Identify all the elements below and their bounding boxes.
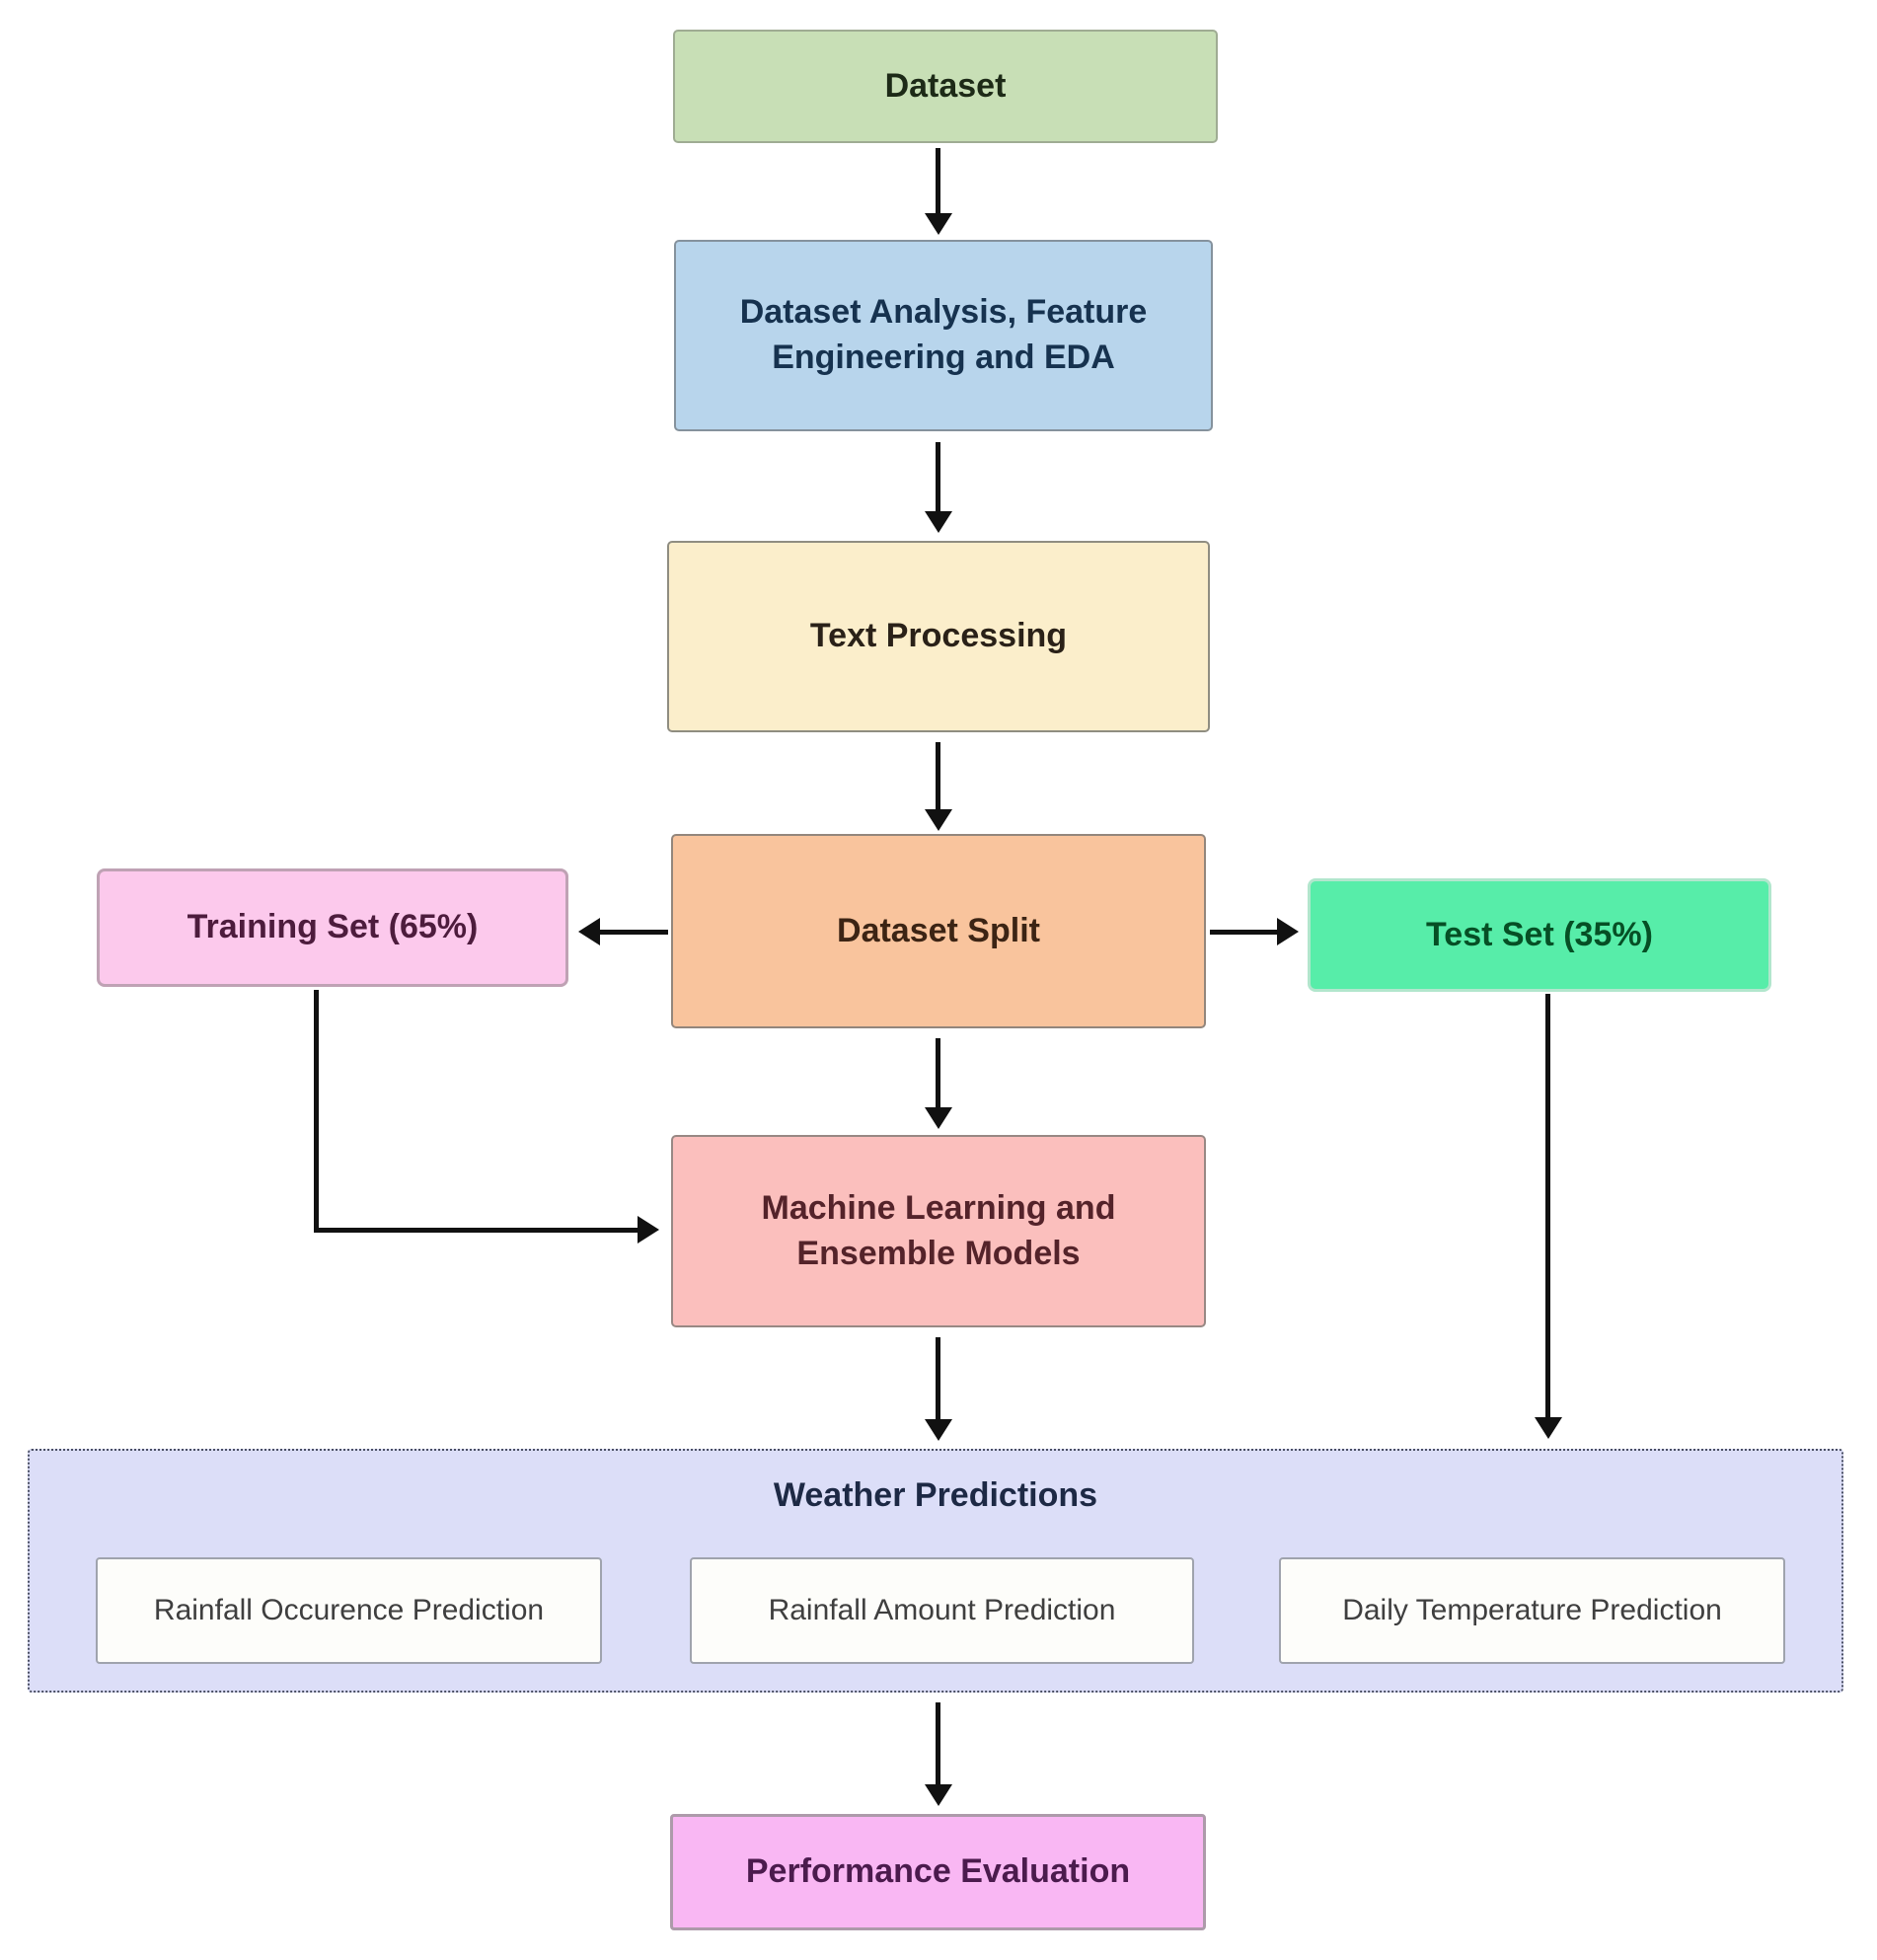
node-rainfall-amount-prediction: Rainfall Amount Prediction [690, 1557, 1194, 1664]
arrow-ml-to-weather-head [925, 1419, 952, 1441]
arrow-split-to-training-head [578, 918, 600, 945]
node-daily-temperature-prediction: Daily Temperature Prediction [1279, 1557, 1785, 1664]
arrow-split-to-test-line [1210, 930, 1279, 935]
node-rainfall-occurence-prediction: Rainfall Occurence Prediction [96, 1557, 602, 1664]
arrow-training-to-ml-vline [314, 990, 319, 1233]
node-training-set: Training Set (65%) [97, 868, 568, 987]
node-dataset-analysis: Dataset Analysis, Feature Engineering an… [674, 240, 1213, 431]
node-performance-evaluation: Performance Evaluation [670, 1814, 1206, 1930]
arrow-dataset-to-analysis-head [925, 213, 952, 235]
group-weather-predictions: Weather Predictions Rainfall Occurence P… [28, 1449, 1843, 1693]
arrow-split-to-ml-head [925, 1107, 952, 1129]
node-text-processing: Text Processing [667, 541, 1210, 732]
arrow-ml-to-weather-line [936, 1337, 940, 1421]
arrow-analysis-to-textproc-line [936, 442, 940, 513]
arrow-split-to-ml-line [936, 1038, 940, 1109]
arrow-dataset-to-analysis-line [936, 148, 940, 215]
arrow-analysis-to-textproc-head [925, 511, 952, 533]
arrow-textproc-to-split-line [936, 742, 940, 811]
arrow-split-to-training-line [599, 930, 668, 935]
arrow-training-to-ml-head [638, 1216, 659, 1244]
arrow-test-to-weather-head [1535, 1417, 1562, 1439]
weather-predictions-title: Weather Predictions [773, 1476, 1098, 1514]
node-dataset: Dataset [673, 30, 1218, 143]
arrow-test-to-weather-line [1545, 994, 1550, 1419]
node-dataset-split: Dataset Split [671, 834, 1206, 1028]
arrow-weather-to-perf-head [925, 1784, 952, 1806]
arrow-weather-to-perf-line [936, 1702, 940, 1786]
node-test-set: Test Set (35%) [1308, 878, 1771, 992]
arrow-split-to-test-head [1277, 918, 1299, 945]
arrow-textproc-to-split-head [925, 809, 952, 831]
node-ml-ensemble-models: Machine Learning and Ensemble Models [671, 1135, 1206, 1327]
arrow-training-to-ml-hline [314, 1228, 639, 1233]
